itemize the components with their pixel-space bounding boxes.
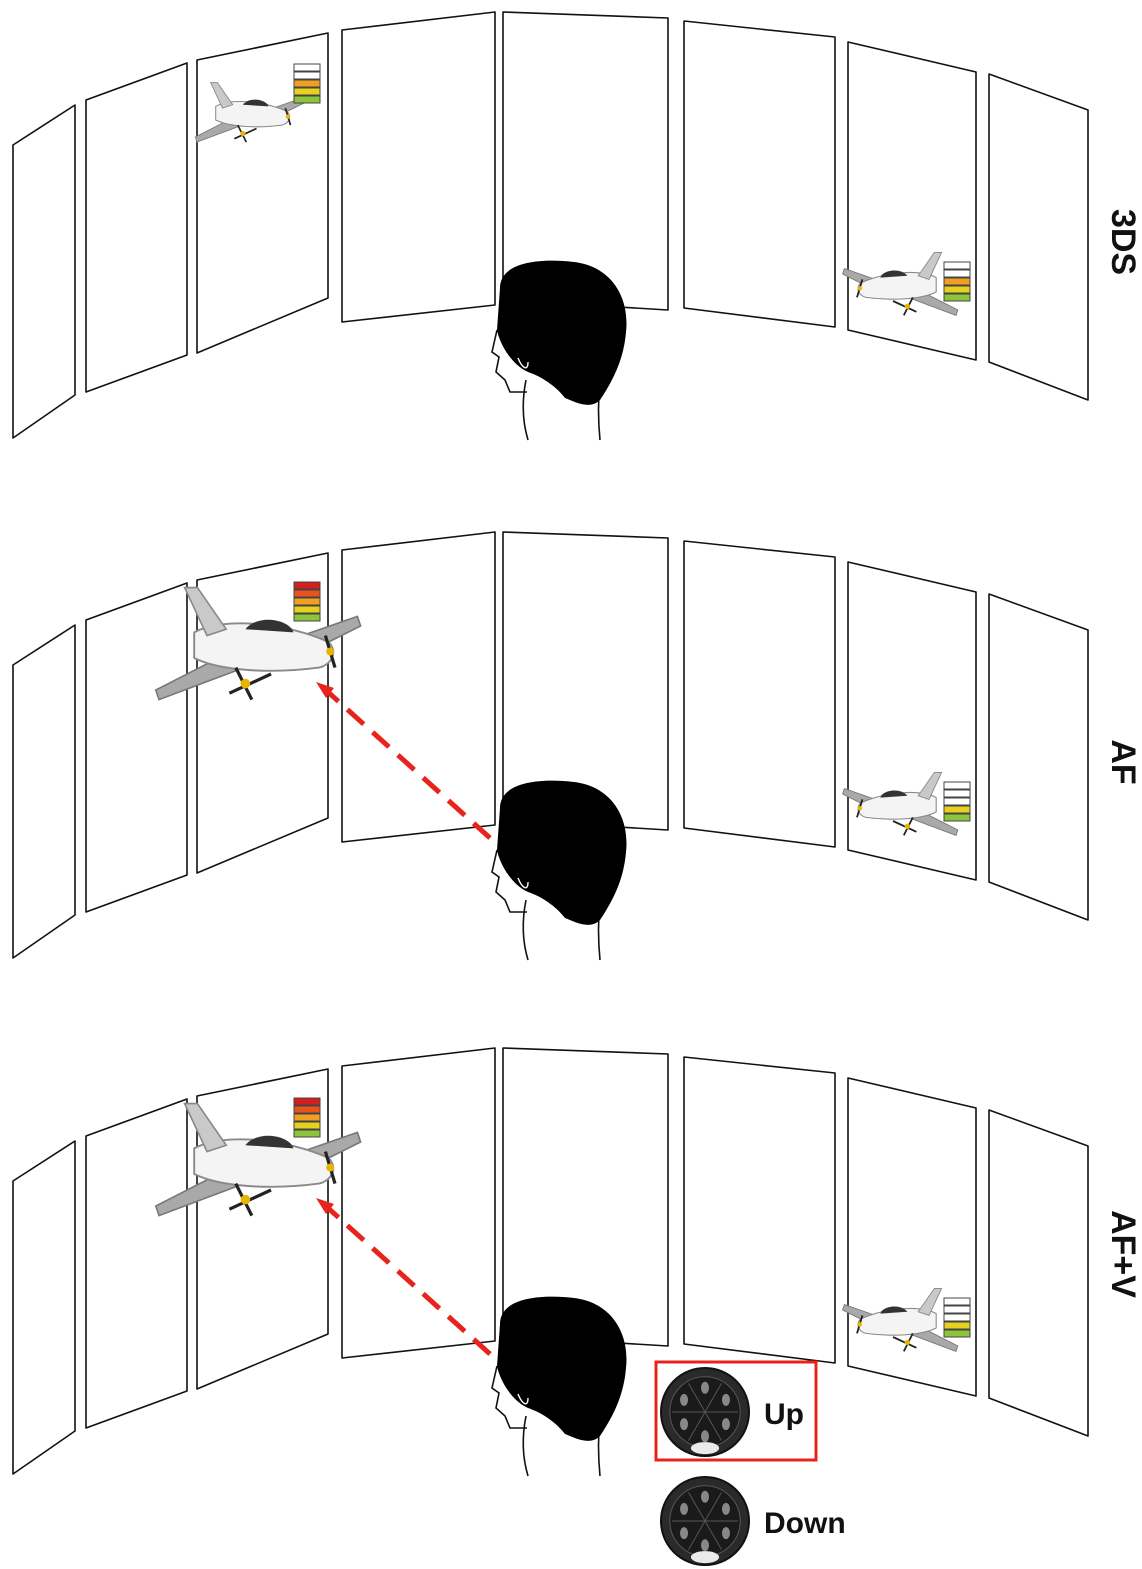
display-screen — [341, 11, 496, 323]
airplane-icon — [154, 586, 362, 701]
airplane-icon — [842, 1287, 959, 1352]
level-bar — [293, 87, 321, 96]
display-screen — [683, 540, 836, 848]
level-bar — [943, 781, 971, 790]
airplane-icon — [194, 82, 305, 143]
level-bars — [943, 261, 971, 302]
level-bar — [293, 597, 321, 606]
display-screen — [988, 1109, 1089, 1437]
gaze-arrow — [316, 1198, 492, 1356]
display-screen — [502, 1047, 669, 1347]
display-screen — [341, 531, 496, 843]
airplane-icon — [842, 771, 959, 836]
gaze-arrow — [316, 682, 492, 840]
level-bar — [293, 1129, 321, 1138]
level-bar — [943, 269, 971, 278]
gaze-arrowhead — [316, 682, 334, 698]
person-head — [491, 260, 627, 441]
display-screen — [683, 20, 836, 328]
selected-button-highlight — [654, 1360, 818, 1462]
condition-label: AF+V — [1104, 1210, 1142, 1298]
level-bar — [293, 1105, 321, 1114]
level-bar — [943, 789, 971, 798]
display-screen — [988, 593, 1089, 921]
level-bar — [943, 285, 971, 294]
level-bars — [293, 1097, 321, 1138]
level-bar — [943, 1305, 971, 1314]
display-screen — [341, 1047, 496, 1359]
vibrotactile-device-icon — [660, 1476, 750, 1566]
display-screen — [502, 11, 669, 311]
display-screen — [85, 582, 188, 913]
level-bar — [293, 605, 321, 614]
display-screen — [12, 624, 76, 959]
level-bar — [943, 261, 971, 270]
level-bars — [943, 1297, 971, 1338]
condition-panel: AF — [12, 531, 1142, 961]
airplane-icon — [842, 251, 959, 316]
level-bars — [293, 581, 321, 622]
level-bar — [943, 1329, 971, 1338]
gaze-arrowhead — [316, 1198, 334, 1214]
display-screen — [85, 62, 188, 393]
condition-label: AF — [1104, 739, 1142, 784]
level-bar — [293, 79, 321, 88]
level-bar — [943, 805, 971, 814]
display-screen — [502, 531, 669, 831]
display-screen — [85, 1098, 188, 1429]
level-bar — [293, 1121, 321, 1130]
display-screen — [988, 73, 1089, 401]
level-bar — [943, 1297, 971, 1306]
level-bar — [943, 293, 971, 302]
level-bar — [293, 63, 321, 72]
level-bar — [293, 1097, 321, 1106]
up-button-label: Up — [764, 1398, 804, 1431]
level-bar — [943, 797, 971, 806]
display-screen — [683, 1056, 836, 1364]
person-head — [491, 780, 627, 961]
level-bar — [293, 613, 321, 622]
condition-panel: 3DS — [12, 11, 1142, 441]
level-bar — [293, 581, 321, 590]
person-head — [491, 1296, 627, 1477]
level-bar — [943, 1313, 971, 1322]
level-bars — [293, 63, 321, 104]
down-button-label: Down — [764, 1507, 846, 1540]
level-bar — [943, 1321, 971, 1330]
display-screen — [12, 104, 76, 439]
level-bar — [293, 71, 321, 80]
level-bar — [943, 277, 971, 286]
level-bar — [943, 813, 971, 822]
level-bar — [293, 1113, 321, 1122]
airplane-icon — [154, 1102, 362, 1217]
level-bars — [943, 781, 971, 822]
condition-label: 3DS — [1104, 209, 1142, 275]
display-screen — [12, 1140, 76, 1475]
level-bar — [293, 589, 321, 598]
vibrotactile-device-icon — [660, 1367, 750, 1457]
level-bar — [293, 95, 321, 104]
